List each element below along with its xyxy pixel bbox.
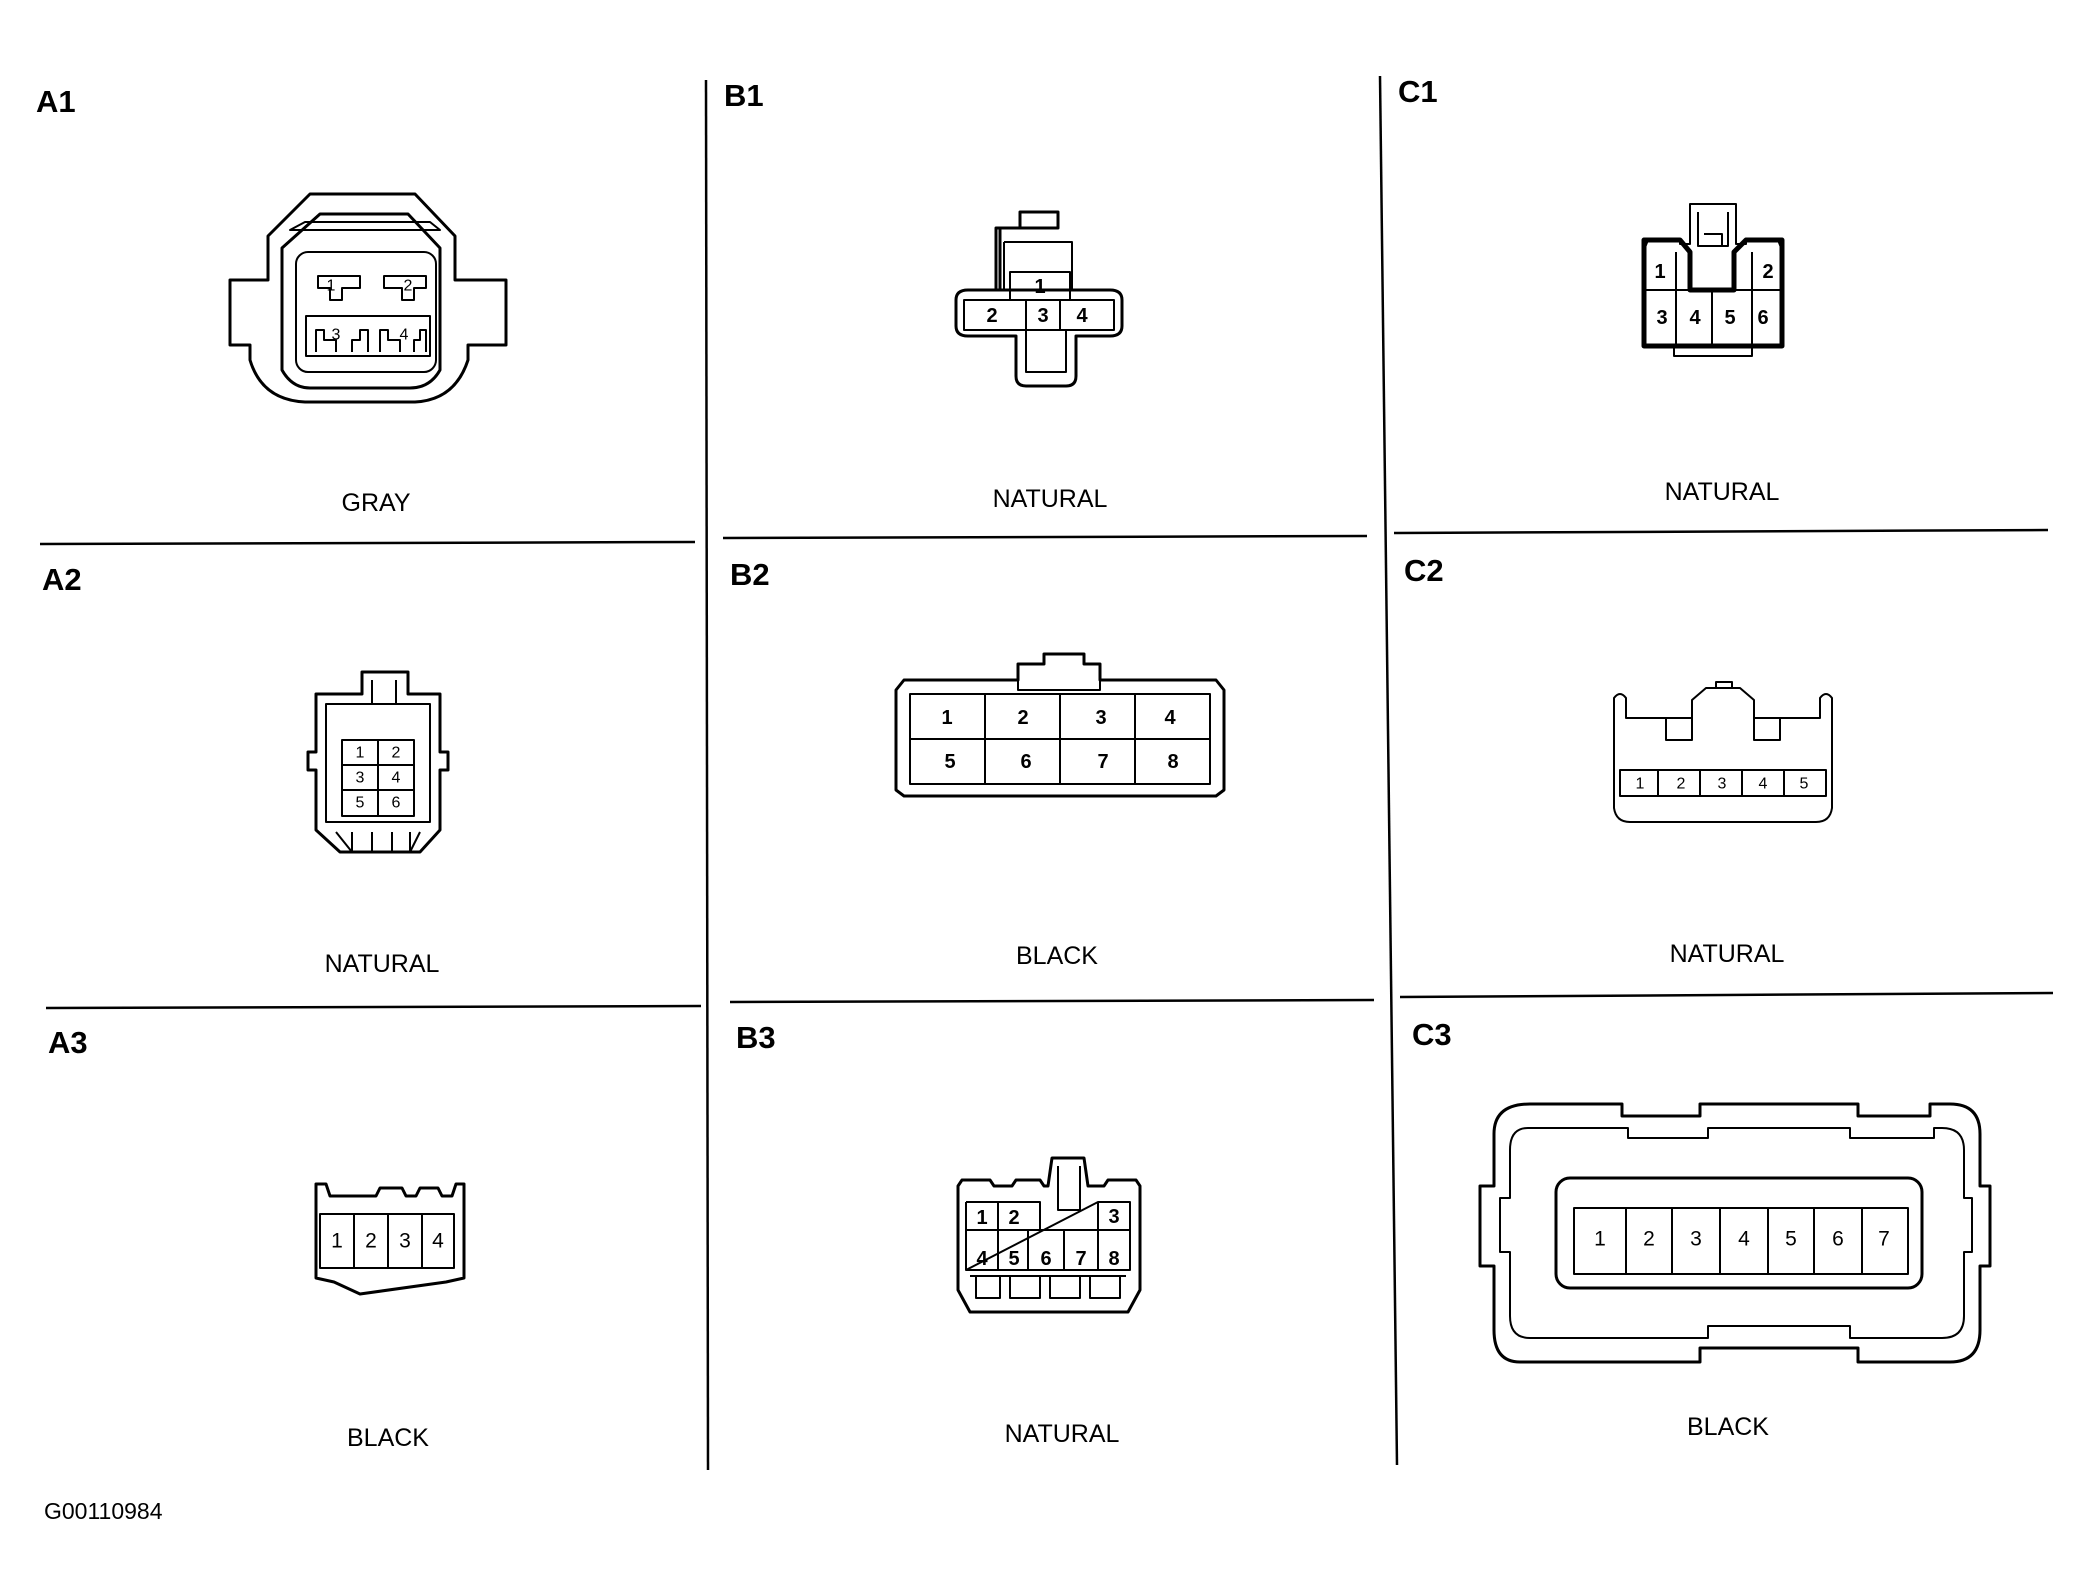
pin-1: 1: [1654, 261, 1665, 283]
pin-2: 2: [1677, 776, 1686, 793]
connector-a1: A1 1 2 3 4 GRAY: [36, 84, 508, 517]
pin-4: 4: [392, 770, 401, 787]
connector-c2: C2 1 2 3 4 5 NATURAL: [1404, 553, 1833, 968]
pin-3: 3: [1656, 307, 1667, 329]
row-divider-a2-a3: [45, 1004, 702, 1010]
pin-2: 2: [1017, 707, 1028, 729]
pin-1: 1: [331, 1230, 343, 1253]
pin-5: 5: [944, 751, 955, 773]
connector-code: B2: [730, 557, 770, 592]
pin-4: 4: [1738, 1228, 1750, 1251]
pin-1: 1: [941, 707, 952, 729]
pin-7: 7: [1878, 1228, 1890, 1251]
pin-7: 7: [1097, 751, 1108, 773]
connector-a2-drawing: 1 2 3 4 5 6: [306, 670, 450, 854]
pin-5: 5: [1800, 776, 1809, 793]
pin-5: 5: [1008, 1248, 1019, 1270]
connector-c2-drawing: 1 2 3 4 5: [1613, 681, 1833, 823]
pin-2: 2: [1762, 261, 1773, 283]
row-divider-c1-c2: [1393, 528, 2049, 535]
connector-a1-drawing: 1 2 3 4: [228, 192, 508, 404]
pin-5: 5: [1785, 1228, 1797, 1251]
connector-b1: B1 1 2 3 4 NATURAL: [724, 78, 1124, 513]
connector-c3-drawing: 1 2 3 4 5 6 7: [1478, 1102, 1992, 1364]
connector-c1-drawing: 1 2 3 4 5 6: [1641, 203, 1785, 357]
connector-code: A3: [48, 1025, 88, 1060]
pin-3: 3: [1095, 707, 1106, 729]
housing-color-label: NATURAL: [993, 485, 1108, 513]
panel-dividers: [39, 75, 2054, 1471]
pin-6: 6: [392, 795, 401, 812]
connector-code: A2: [42, 562, 82, 597]
pin-3: 3: [332, 327, 341, 344]
connector-c1: C1 1 2 3 4 5 6 NATURAL: [1398, 74, 1785, 506]
pin-2: 2: [392, 745, 401, 762]
pin-4: 4: [432, 1230, 444, 1253]
pin-3: 3: [1718, 776, 1727, 793]
pin-6: 6: [1040, 1248, 1051, 1270]
pin-8: 8: [1108, 1248, 1119, 1270]
housing-color-label: GRAY: [342, 489, 411, 517]
pin-4: 4: [1689, 307, 1701, 329]
connector-code: A1: [36, 84, 76, 119]
pin-1: 1: [976, 1207, 987, 1229]
row-divider-b1-b2: [722, 534, 1368, 540]
connector-a3-drawing: 1 2 3 4: [314, 1182, 466, 1296]
connector-code: C2: [1404, 553, 1444, 588]
connector-b3: B3 1 2 3 4 5 6 7 8 NATURAL: [736, 1020, 1142, 1448]
connector-code: C1: [1398, 74, 1438, 109]
pin-2: 2: [365, 1230, 377, 1253]
connector-b2: B2 1 2 3 4 5 6 7 8 BLACK: [730, 557, 1226, 970]
pin-6: 6: [1832, 1228, 1844, 1251]
pin-1: 1: [1034, 276, 1045, 298]
connector-b1-drawing: 1 2 3 4: [954, 210, 1124, 388]
connector-code: C3: [1412, 1017, 1452, 1052]
pin-4: 4: [400, 327, 409, 344]
pin-4: 4: [1164, 707, 1176, 729]
pin-2: 2: [1643, 1228, 1655, 1251]
pin-5: 5: [1724, 307, 1735, 329]
pin-6: 6: [1020, 751, 1031, 773]
housing-color-label: NATURAL: [1665, 478, 1780, 506]
housing-color-label: BLACK: [347, 1424, 429, 1452]
pin-3: 3: [1037, 305, 1048, 327]
housing-color-label: NATURAL: [325, 950, 440, 978]
pin-2: 2: [404, 278, 413, 295]
row-divider-b2-b3: [729, 998, 1375, 1004]
connector-a3: A3 1 2 3 4 BLACK: [48, 1025, 466, 1452]
pin-6: 6: [1757, 307, 1768, 329]
pin-1: 1: [1594, 1228, 1606, 1251]
pin-7: 7: [1075, 1248, 1086, 1270]
pin-4: 4: [976, 1248, 988, 1270]
row-divider-a1-a2: [39, 540, 696, 546]
connector-b3-drawing: 1 2 3 4 5 6 7 8: [956, 1156, 1142, 1314]
pin-1: 1: [1636, 776, 1645, 793]
housing-color-label: BLACK: [1687, 1413, 1769, 1441]
pin-3: 3: [1108, 1206, 1119, 1228]
column-divider-b-c: [1378, 75, 1399, 1466]
connector-b2-drawing: 1 2 3 4 5 6 7 8: [894, 652, 1226, 798]
housing-color-label: NATURAL: [1005, 1420, 1120, 1448]
connector-code: B3: [736, 1020, 776, 1055]
row-divider-c2-c3: [1399, 991, 2054, 999]
pin-4: 4: [1759, 776, 1768, 793]
pin-3: 3: [356, 770, 365, 787]
pin-5: 5: [356, 795, 365, 812]
connector-a2: A2 1 2 3 4 5 6 NATURAL: [42, 562, 450, 978]
pin-1: 1: [356, 745, 365, 762]
housing-color-label: BLACK: [1016, 942, 1098, 970]
pin-2: 2: [986, 305, 997, 327]
pin-1: 1: [327, 278, 336, 295]
column-divider-a-b: [704, 79, 710, 1471]
housing-color-label: NATURAL: [1670, 940, 1785, 968]
pin-3: 3: [1690, 1228, 1702, 1251]
connector-c3: C3 1 2 3 4 5 6 7 BLACK: [1412, 1017, 1992, 1441]
figure-id: G00110984: [44, 1498, 163, 1524]
pin-2: 2: [1008, 1207, 1019, 1229]
pin-8: 8: [1167, 751, 1178, 773]
connector-code: B1: [724, 78, 764, 113]
pin-4: 4: [1076, 305, 1088, 327]
pin-3: 3: [399, 1230, 411, 1253]
